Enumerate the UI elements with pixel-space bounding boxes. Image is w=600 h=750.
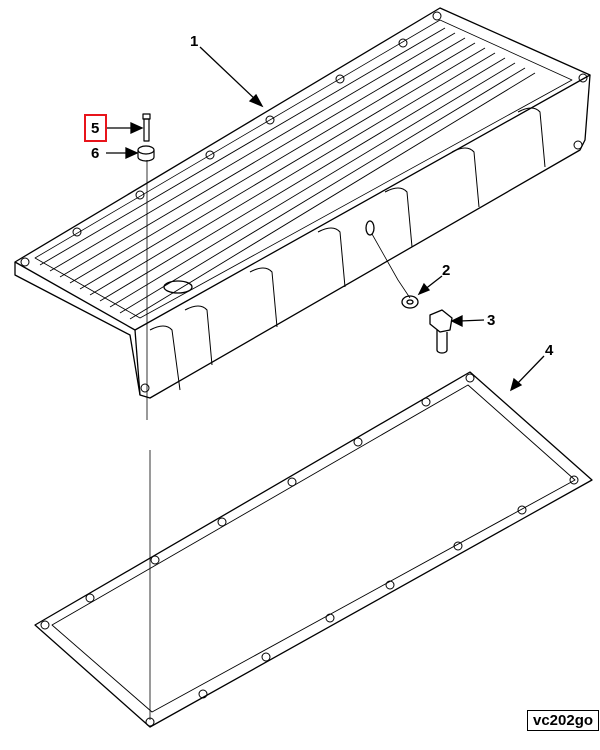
isolator — [137, 145, 155, 162]
bolt — [142, 113, 151, 142]
callout-2[interactable]: 2 — [442, 262, 451, 279]
washer — [401, 295, 419, 309]
oil-pan-lobes — [149, 107, 546, 391]
leader-arrows — [106, 46, 545, 392]
gasket — [34, 371, 593, 728]
oil-pan-body — [14, 74, 591, 399]
callout-5[interactable]: 5 — [91, 120, 100, 137]
fitting-line — [371, 233, 411, 299]
callout-3[interactable]: 3 — [487, 312, 496, 329]
figure-id-label: vc202go — [527, 710, 600, 731]
callout-4[interactable]: 4 — [545, 342, 554, 359]
oil-pan-ribs — [39, 27, 536, 320]
elbow-fitting — [429, 309, 453, 354]
oil-pan-flange-inner — [34, 19, 573, 319]
oil-pan-flange — [14, 7, 591, 331]
flange-holes — [20, 11, 588, 393]
gasket-holes — [40, 373, 579, 727]
callout-1[interactable]: 1 — [190, 33, 199, 50]
callout-6[interactable]: 6 — [91, 145, 100, 162]
callout-highlight-box — [84, 114, 107, 142]
gasket-inner — [51, 384, 576, 713]
